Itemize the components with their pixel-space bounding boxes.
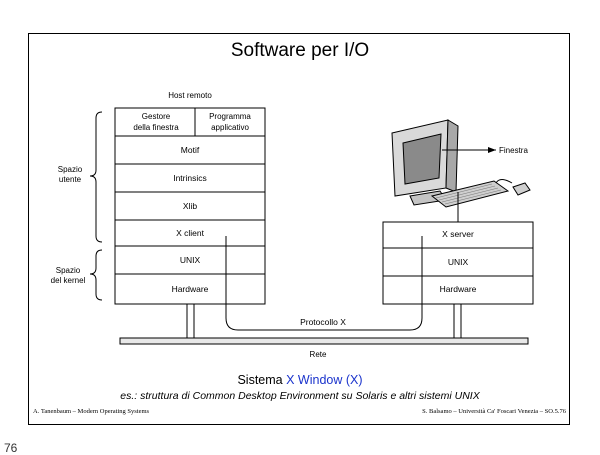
protocol-x-line [225,236,423,331]
caption-title: Sistema X Window (X) [0,373,600,387]
layer-x-client: X client [176,228,205,238]
application-program-label-line2: applicativo [211,123,249,132]
user-space-label-line2: utente [59,175,82,184]
network-bus [119,303,529,345]
network-label: Rete [310,350,327,359]
user-space-label-line1: Spazio [58,165,83,174]
protocol-x-label: Protocollo X [300,317,346,327]
layer-hardware-server: Hardware [440,284,477,294]
host-remote-label: Host remoto [168,91,212,100]
slide-frame [28,33,570,425]
caption-prefix: Sistema [237,373,287,387]
kernel-space-brace [89,249,103,301]
layer-hardware-client: Hardware [172,284,209,294]
caption-highlight: X Window (X) [286,373,363,387]
layer-intrinsics: Intrinsics [173,173,207,183]
window-manager-label-line1: Gestore [142,112,171,121]
kernel-space-label-line1: Spazio [56,266,81,275]
application-program-label-line1: Programma [209,112,251,121]
layer-xlib: Xlib [183,201,197,211]
layer-unix-server: UNIX [448,257,469,267]
kernel-space-label-line2: del kernel [51,276,86,285]
computer-icon [391,119,531,222]
page-number: 76 [4,441,18,455]
layer-motif: Motif [181,145,200,155]
footer-author: A. Tanenbaum – Modern Operating Systems [33,408,150,415]
caption-subtitle: es.: struttura di Common Desktop Environ… [120,390,480,402]
layer-x-server: X server [442,229,474,239]
window-manager-label-line2: della finestra [133,123,179,132]
window-label: Finestra [499,146,528,155]
layer-unix-client: UNIX [180,255,201,265]
slide-title: Software per I/O [230,40,370,61]
footer-course: S. Balsamo – Università Ca' Foscari Vene… [422,408,566,415]
window-pointer [442,147,496,153]
user-space-brace [89,111,103,243]
